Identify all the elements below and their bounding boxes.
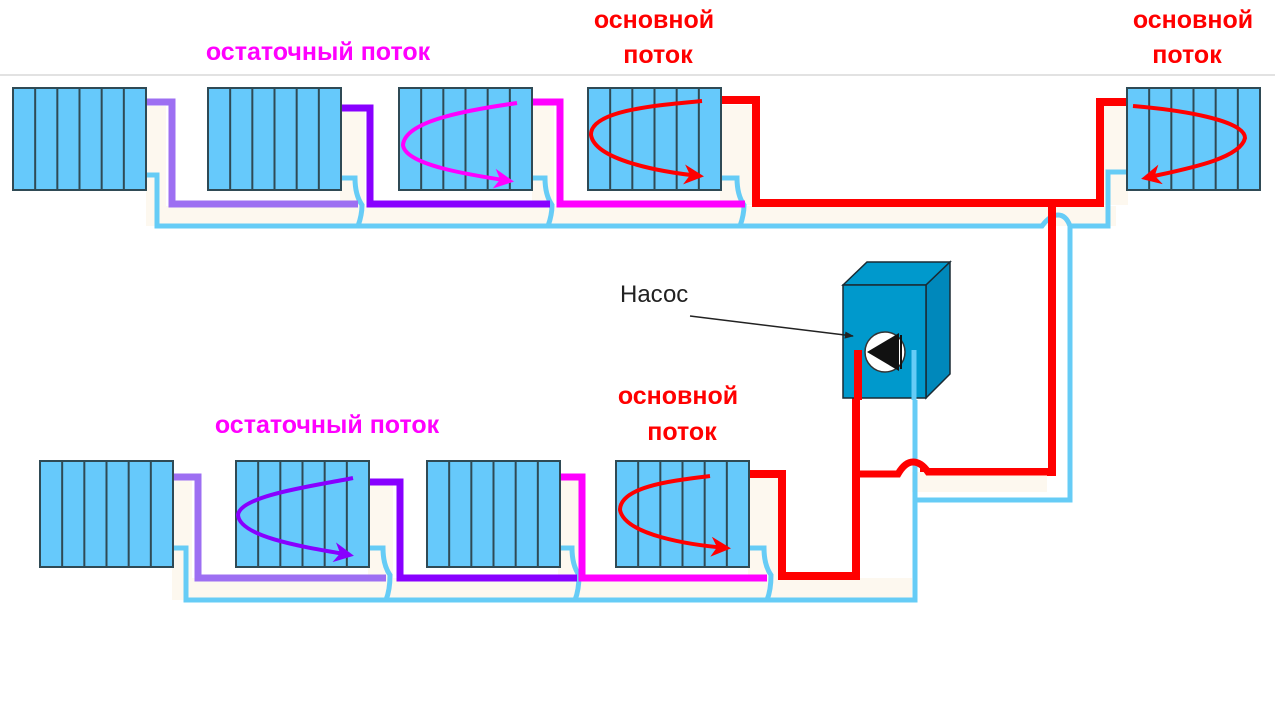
label-top-main-2-line1: основной — [1133, 6, 1253, 34]
pump-triangle-icon — [867, 333, 899, 371]
pump-pointer-arrow — [689, 315, 854, 339]
label-top-main-1-line2: поток — [623, 41, 693, 69]
flow-arrow-main-2 — [1132, 104, 1248, 185]
pipe-backing-lower — [172, 472, 1047, 600]
label-top-main-1-line1: основной — [594, 6, 714, 34]
label-bottom-main-line1: основной — [618, 382, 738, 410]
radiator — [1126, 87, 1261, 191]
return-pipe-lower — [172, 400, 918, 603]
radiator — [207, 87, 342, 191]
radiator — [426, 460, 561, 568]
label-top-residual: остаточный поток — [206, 38, 431, 66]
label-bottom-main-line2: поток — [647, 418, 717, 446]
flow-arrow-lower-main — [617, 474, 731, 557]
radiator — [12, 87, 147, 191]
lower-branch — [39, 346, 1052, 603]
radiator — [587, 87, 722, 191]
supply-pipe-residual-2 — [340, 104, 550, 208]
supply-pipe-lower-residual-1 — [558, 473, 767, 582]
supply-pipe-lower-residual-3 — [172, 473, 386, 582]
radiator — [615, 460, 750, 568]
label-pump: Насос — [620, 281, 688, 308]
pump — [841, 260, 952, 400]
label-bottom-residual: остаточный поток — [215, 411, 440, 439]
upper-branch — [12, 87, 1261, 503]
supply-pipe-residual-3 — [146, 98, 358, 208]
label-top-main-2-line2: поток — [1152, 41, 1222, 69]
flow-arrow-main-1 — [588, 99, 704, 185]
return-pipe-upper — [146, 169, 1128, 503]
supply-pipe-lower-residual-2 — [368, 478, 577, 582]
radiator — [39, 460, 174, 568]
flow-arrow-residual — [400, 101, 518, 189]
supply-pipe-main-upper — [720, 96, 1128, 207]
supply-crossover — [856, 458, 1052, 478]
pump-side — [925, 260, 951, 400]
supply-pipe-residual-1 — [532, 98, 745, 208]
flow-arrow-lower-residual — [235, 476, 354, 563]
pipe-backing — [146, 105, 1128, 226]
